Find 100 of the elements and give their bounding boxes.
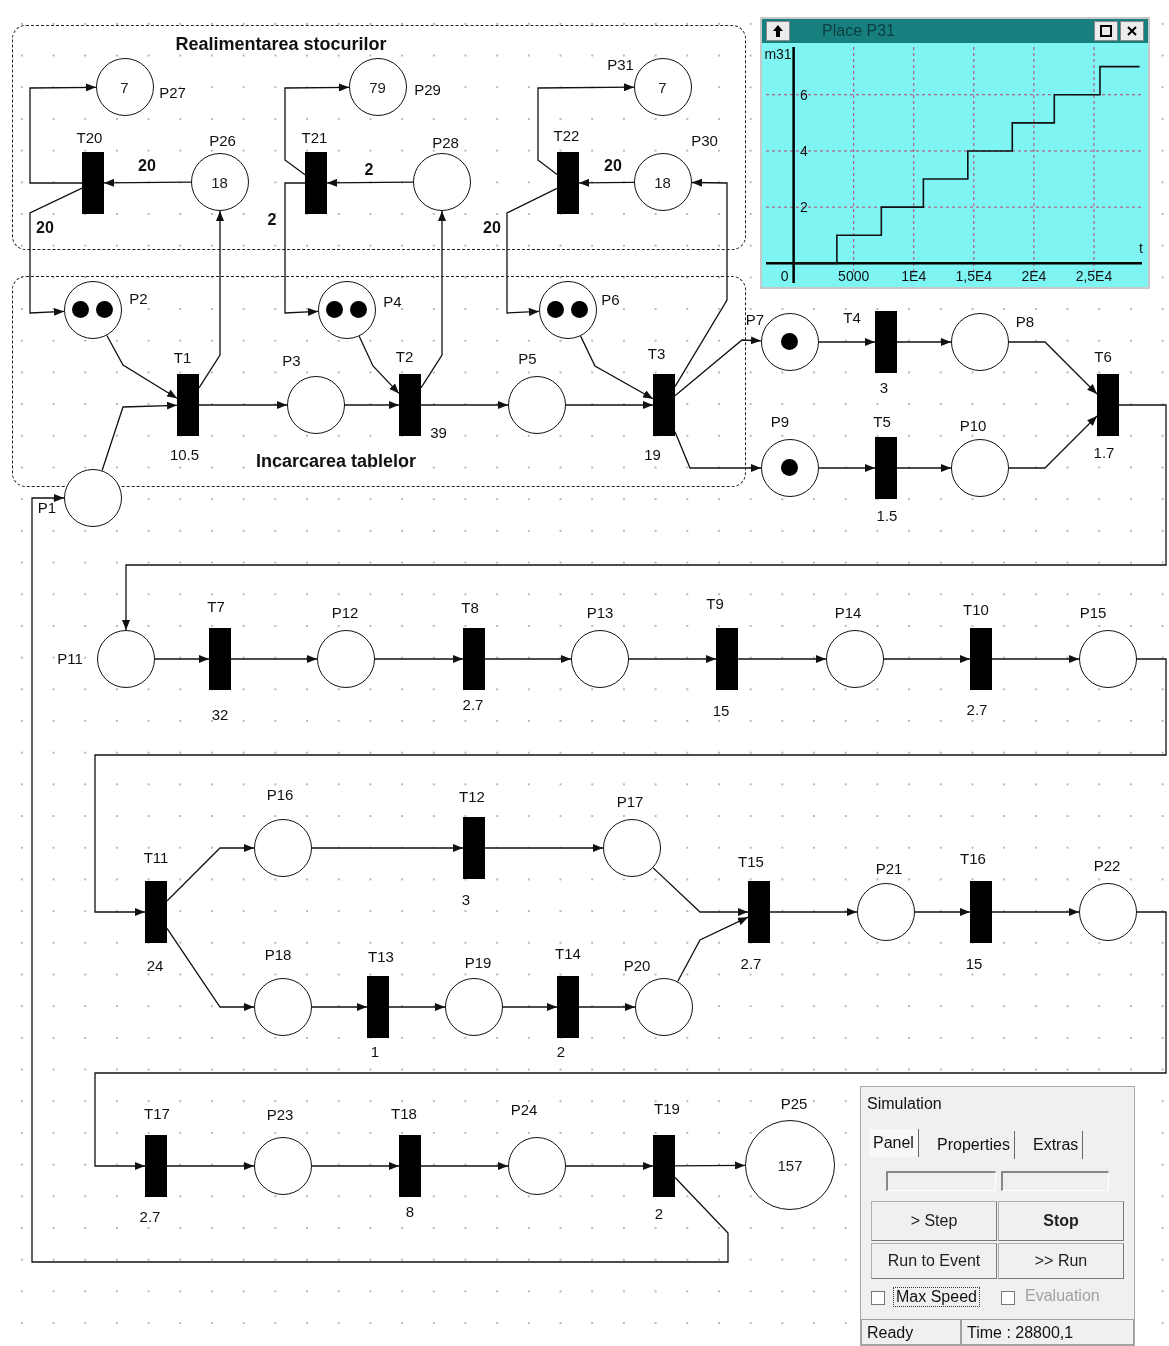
transition-label: T5 [873,412,891,430]
edge-label: 20 [36,219,54,237]
delay-label: 2 [654,1204,664,1222]
token-count: 18 [654,173,671,190]
place-label: P16 [266,785,294,803]
checkbox-label: Max Speed [893,1287,980,1307]
delay-label: 39 [430,423,447,440]
place-label: P1 [37,498,57,516]
tick-label: 1,5E4 [955,268,993,284]
delay-label: 2.7 [139,1207,161,1225]
window-title: Place P31 [822,22,895,40]
tick-label: 2,5E4 [1075,268,1113,284]
button: > Step [871,1201,997,1241]
tick-label: 2E4 [1021,268,1047,284]
place-label: P26 [209,131,236,148]
token-count: 79 [369,78,386,95]
tick-label: 2 [800,199,808,216]
place-label: P12 [331,603,359,621]
delay-label: 2.7 [462,695,484,713]
token-count: 18 [211,173,228,190]
transition-label: T21 [301,128,328,145]
place-label: P5 [518,349,537,366]
place-label: P27 [159,83,186,100]
transition-label: T11 [143,848,169,866]
transition-label: T6 [1094,347,1112,365]
place-label: P29 [414,80,441,97]
transition-label: T19 [654,1099,680,1117]
delay-label: 8 [405,1202,415,1220]
place-label: P19 [464,953,492,971]
tick-label: 6 [800,86,808,103]
tick-label: 0 [780,268,789,284]
group-title: Realimentarea stocurilor [175,33,387,55]
place-label: P4 [383,292,402,309]
transition-label: T9 [706,594,724,612]
place-label: P25 [780,1094,808,1112]
place-label: P6 [601,290,620,307]
transition-label: T16 [960,849,986,867]
place-label: P14 [834,603,862,621]
delay-label: 10.5 [169,445,200,462]
tick-label: 4 [800,142,808,159]
place-label: P17 [616,792,644,810]
edge-label: 2 [267,211,277,229]
panel-title: Simulation [867,1095,942,1113]
transition-label: T15 [738,852,764,870]
button: Stop [998,1201,1124,1241]
place-label: P8 [1015,312,1035,330]
edge-label: 2 [364,161,374,179]
transition-label: T22 [553,126,580,143]
delay-label: 24 [146,956,164,974]
button: >> Run [998,1243,1124,1279]
place-label: P22 [1093,856,1121,874]
place-label: P23 [266,1105,294,1123]
transition-label: T12 [459,787,485,805]
transition-label: T4 [843,308,861,326]
delay-label: 1.7 [1093,443,1115,461]
place-label: P9 [770,412,790,430]
place-label: P30 [691,131,718,148]
transition-label: T1 [173,348,192,365]
tick-label: 1E4 [901,268,927,284]
delay-label: 32 [211,705,229,723]
edge-label: 20 [604,157,622,175]
place-label: P13 [586,603,614,621]
token-count: 7 [120,78,129,95]
token-count: 157 [777,1156,803,1174]
transition-label: T3 [647,344,666,361]
transition-label: T17 [144,1104,170,1122]
edge-label: 20 [483,219,501,237]
delay-label: 15 [965,954,983,972]
place-label: P7 [745,310,765,328]
delay-label: 3 [461,890,471,908]
edge-label: 20 [138,157,156,175]
place-label: P18 [264,945,292,963]
place-label: P21 [875,859,903,877]
checkbox-label: Evaluation [1024,1287,1101,1305]
button: Run to Event [871,1243,997,1279]
transition-label: T20 [76,128,103,145]
transition-label: T18 [391,1104,417,1122]
delay-label: 2.7 [740,954,762,972]
status-field: Time : 28800,1 [961,1319,1134,1345]
tab: Panel [869,1129,919,1157]
transition-label: T8 [461,598,479,616]
axis-label: m31 [764,46,792,62]
place-label: P31 [607,55,634,72]
transition-label: T2 [395,347,414,364]
delay-label: 1 [370,1042,380,1060]
transition-label: T7 [207,597,225,615]
place-label: P11 [57,649,83,667]
delay-label: 19 [644,445,661,462]
delay-label: 15 [712,701,730,719]
axis-label: t [1139,240,1143,256]
transition-label: T13 [368,947,394,965]
transition-label: T10 [963,600,989,618]
delay-label: 3 [879,378,889,396]
place-label: P3 [282,351,301,368]
tick-label: 5000 [838,268,870,284]
place-label: P2 [129,289,148,306]
place-label: P24 [510,1100,538,1118]
delay-label: 1.5 [876,506,898,524]
place-label: P15 [1079,603,1107,621]
group-title: Incarcarea tablelor [255,450,417,472]
